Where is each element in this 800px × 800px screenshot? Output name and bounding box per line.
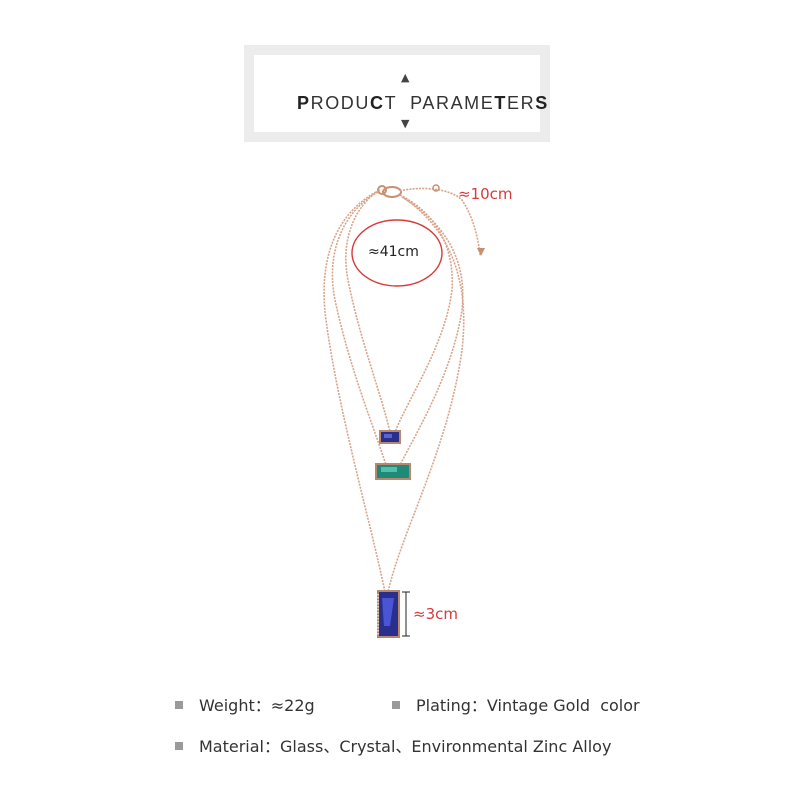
spec-weight-text: Weight：≈22g: [199, 696, 315, 715]
page-title: PRODUCT PARAMETERS: [297, 93, 549, 114]
title-part: T: [494, 93, 507, 113]
bullet-icon: [175, 741, 183, 750]
chain-strand-long: [323, 191, 386, 593]
clasp-icon: [377, 185, 402, 198]
extender-length-label: ≈10cm: [458, 185, 513, 203]
small-blue-pendant: [379, 430, 401, 444]
chain-strand-long-right: [387, 197, 465, 593]
title-part: S: [535, 93, 549, 113]
green-pendant: [375, 463, 411, 480]
spec-material: Material：Glass、Crystal、Environmental Zin…: [175, 733, 611, 757]
title-part: T PARAME: [384, 93, 495, 113]
extender-charm-icon: [432, 184, 485, 256]
arrow-up-icon: ▲: [401, 71, 410, 84]
arrow-down-icon: ▼: [401, 117, 410, 130]
chain-strand-short-right: [394, 194, 453, 433]
spec-plating-text: Plating：Vintage Gold color: [416, 696, 640, 715]
chain-strand-middle: [331, 191, 387, 466]
spec-weight: Weight：≈22g: [175, 692, 315, 716]
title-part: ER: [507, 93, 536, 113]
pendant-size-bracket: [402, 591, 410, 637]
extender-chain: [399, 187, 481, 256]
bullet-icon: [175, 700, 183, 709]
chain-length-ring: [351, 219, 443, 287]
title-part: RODU: [310, 93, 371, 113]
spec-material-text: Material：Glass、Crystal、Environmental Zin…: [199, 737, 612, 756]
title-part: P: [297, 93, 311, 113]
chain-length-label: ≈41cm: [368, 244, 419, 260]
large-blue-pendant: [377, 590, 400, 638]
chain-strand-middle-right: [399, 196, 464, 466]
spec-plating: Plating：Vintage Gold color: [392, 692, 640, 716]
title-part: C: [370, 93, 385, 113]
chain-strand-short: [345, 189, 391, 433]
bullet-icon: [392, 700, 400, 709]
header-inner: ▲ PRODUCT PARAMETERS ▼: [254, 55, 547, 132]
header-frame: ▲ PRODUCT PARAMETERS ▼: [244, 45, 550, 142]
pendant-length-label: ≈3cm: [413, 605, 458, 623]
